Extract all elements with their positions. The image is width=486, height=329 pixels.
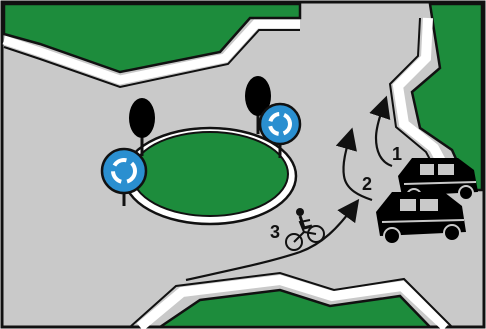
label-car-2: 2	[362, 174, 372, 194]
roundabout-island	[132, 132, 288, 216]
label-car-1: 1	[392, 144, 402, 164]
label-cyclist: 3	[270, 222, 280, 242]
